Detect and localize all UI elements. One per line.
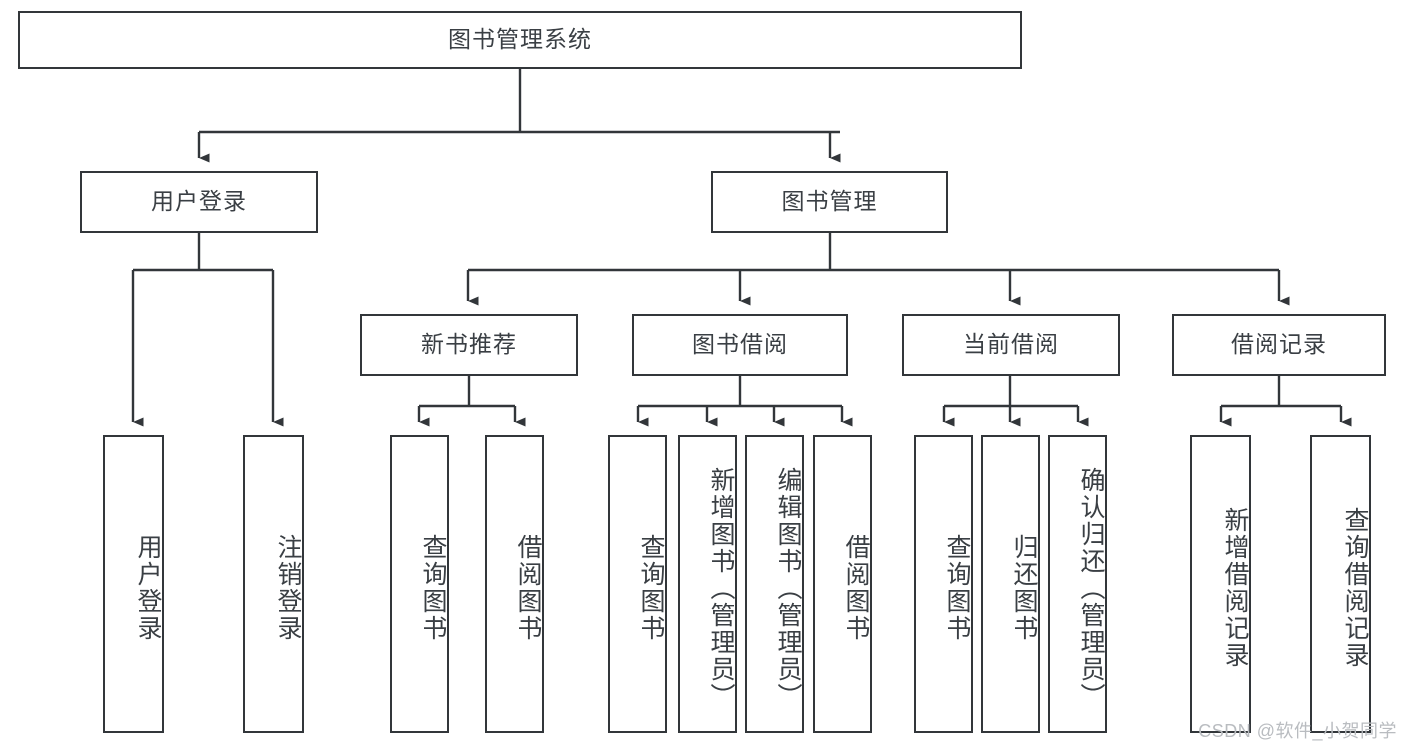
leaf-borrow-book-1[interactable]: 借阅图书 — [485, 435, 544, 733]
leaf-borrow-book-2-label: 借阅图书 — [842, 534, 870, 642]
leaf-borrow-book-1-label: 借阅图书 — [514, 534, 542, 642]
leaf-query-book-1[interactable]: 查询图书 — [390, 435, 449, 733]
leaf-return-book-label: 归还图书 — [1010, 534, 1038, 642]
leaf-query-book-3-label: 查询图书 — [943, 534, 971, 642]
node-user-login-label: 用户登录 — [151, 188, 247, 215]
leaf-query-book-2[interactable]: 查询图书 — [608, 435, 667, 733]
node-new-book-recommend-label: 新书推荐 — [421, 331, 517, 358]
watermark-text: CSDN @软件_小贺同学 — [1198, 721, 1397, 741]
leaf-add-borrow-record-label: 新增借阅记录 — [1221, 507, 1249, 669]
leaf-logout-login-label: 注销登录 — [274, 534, 302, 642]
node-book-borrow[interactable]: 图书借阅 — [632, 314, 848, 376]
leaf-edit-book[interactable]: 编辑图书（管理员） — [745, 435, 804, 733]
leaf-edit-book-label: 编辑图书（管理员） — [774, 466, 802, 710]
leaf-user-login-label: 用户登录 — [134, 534, 162, 642]
node-root[interactable]: 图书管理系统 — [18, 11, 1022, 69]
node-current-borrow[interactable]: 当前借阅 — [902, 314, 1120, 376]
leaf-query-book-2-label: 查询图书 — [637, 534, 665, 642]
node-new-book-recommend[interactable]: 新书推荐 — [360, 314, 578, 376]
leaf-query-book-3[interactable]: 查询图书 — [914, 435, 973, 733]
leaf-confirm-return-label: 确认归还（管理员） — [1077, 466, 1105, 710]
node-borrow-record[interactable]: 借阅记录 — [1172, 314, 1386, 376]
node-book-borrow-label: 图书借阅 — [692, 331, 788, 358]
leaf-query-book-1-label: 查询图书 — [419, 534, 447, 642]
leaf-user-login[interactable]: 用户登录 — [103, 435, 164, 733]
leaf-add-book[interactable]: 新增图书（管理员） — [678, 435, 737, 733]
leaf-add-book-label: 新增图书（管理员） — [707, 466, 735, 710]
node-book-manage-label: 图书管理 — [781, 188, 878, 215]
leaf-query-borrow-record[interactable]: 查询借阅记录 — [1310, 435, 1371, 733]
node-root-label: 图书管理系统 — [448, 26, 592, 53]
leaf-confirm-return[interactable]: 确认归还（管理员） — [1048, 435, 1107, 733]
leaf-add-borrow-record[interactable]: 新增借阅记录 — [1190, 435, 1251, 733]
leaf-logout-login[interactable]: 注销登录 — [243, 435, 304, 733]
node-current-borrow-label: 当前借阅 — [963, 331, 1059, 358]
node-book-manage[interactable]: 图书管理 — [711, 171, 948, 233]
node-user-login[interactable]: 用户登录 — [80, 171, 318, 233]
leaf-query-borrow-record-label: 查询借阅记录 — [1341, 507, 1369, 669]
leaf-borrow-book-2[interactable]: 借阅图书 — [813, 435, 872, 733]
leaf-return-book[interactable]: 归还图书 — [981, 435, 1040, 733]
node-borrow-record-label: 借阅记录 — [1231, 331, 1327, 358]
